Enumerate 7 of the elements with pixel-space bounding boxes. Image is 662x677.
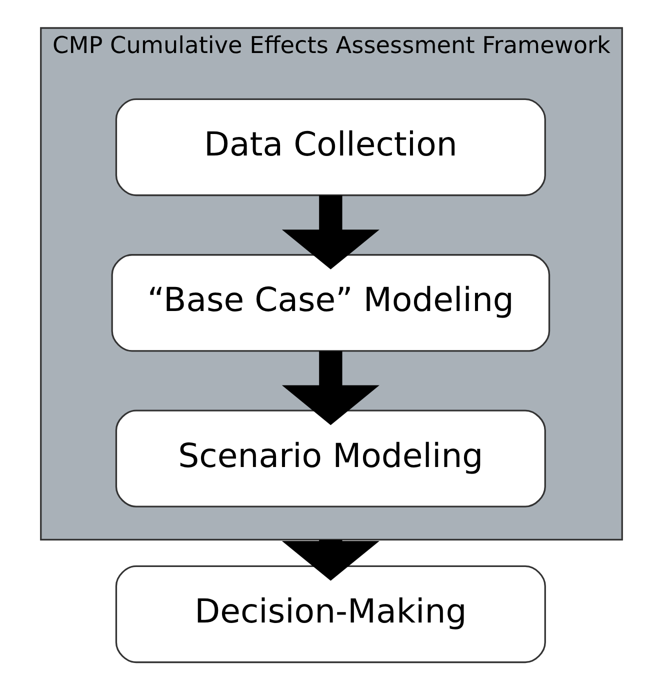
arrow <box>281 351 379 426</box>
arrow <box>281 195 379 270</box>
node-box: “Base Case” Modeling <box>110 254 550 352</box>
node-box: Scenario Modeling <box>114 410 546 508</box>
arrow <box>281 540 379 581</box>
node-box: Data Collection <box>114 98 546 196</box>
node-box: Decision-Making <box>114 565 546 664</box>
